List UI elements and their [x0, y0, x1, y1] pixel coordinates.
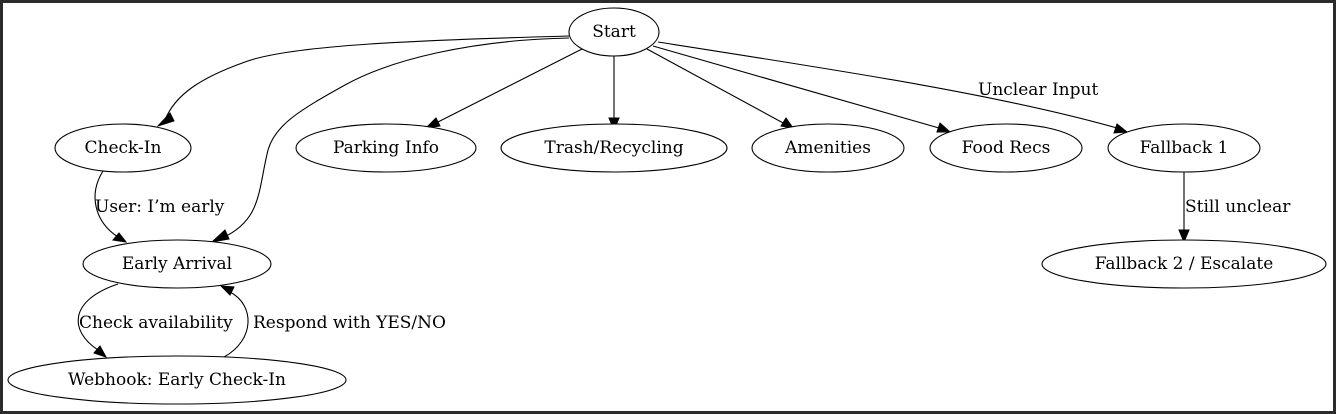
node-food-recs: Food Recs: [929, 123, 1083, 173]
node-trash-recycling: Trash/Recycling: [500, 123, 728, 173]
edge-webhook-to-early-arrival: Respond with YES/NO: [219, 285, 446, 358]
svg-text:Fallback 1: Fallback 1: [1140, 138, 1229, 158]
diagram-canvas: Unclear Input User: I’m early Still uncl…: [3, 3, 1333, 411]
node-fallback-1: Fallback 1: [1107, 123, 1261, 173]
svg-text:Food Recs: Food Recs: [962, 138, 1051, 158]
node-early-arrival: Early Arrival: [82, 239, 272, 289]
svg-text:Fallback 2 / Escalate: Fallback 2 / Escalate: [1095, 254, 1274, 274]
edge-label-respond-yes-no: Respond with YES/NO: [253, 313, 446, 333]
edge-early-arrival-to-webhook: Check availability: [77, 283, 233, 358]
svg-text:Trash/Recycling: Trash/Recycling: [544, 138, 683, 158]
node-start: Start: [568, 7, 660, 57]
edge-label-check-availability: Check availability: [79, 313, 233, 333]
edge-start-to-amenities: [646, 48, 795, 129]
node-parking-info: Parking Info: [295, 123, 477, 173]
edge-label-still-unclear: Still unclear: [1185, 197, 1291, 217]
edge-start-to-fallback-1: Unclear Input: [657, 41, 1129, 134]
svg-text:Early Arrival: Early Arrival: [122, 254, 232, 274]
svg-text:Parking Info: Parking Info: [333, 138, 439, 158]
node-fallback-2-escalate: Fallback 2 / Escalate: [1041, 239, 1327, 289]
svg-text:Start: Start: [592, 22, 636, 42]
svg-text:Webhook: Early Check-In: Webhook: Early Check-In: [68, 370, 286, 390]
node-amenities: Amenities: [751, 123, 905, 173]
edge-check-in-to-early-arrival: User: I’m early: [94, 170, 225, 243]
node-webhook-early-check-in: Webhook: Early Check-In: [7, 355, 347, 405]
edge-start-to-check-in: [156, 35, 570, 128]
edge-start-to-trash-recycling: [608, 56, 620, 132]
svg-text:Amenities: Amenities: [784, 138, 871, 158]
flow-diagram: Unclear Input User: I’m early Still uncl…: [7, 7, 1327, 405]
edge-start-to-food-recs: [652, 45, 952, 133]
svg-text:Check-In: Check-In: [85, 138, 162, 158]
edge-fallback-1-to-fallback-2: Still unclear: [1178, 172, 1291, 244]
node-check-in: Check-In: [54, 123, 192, 173]
edge-label-user-early: User: I’m early: [95, 197, 225, 217]
edge-start-to-early-arrival: [210, 37, 570, 243]
edge-start-to-parking-info: [424, 48, 583, 129]
edge-label-unclear-input: Unclear Input: [978, 80, 1098, 100]
